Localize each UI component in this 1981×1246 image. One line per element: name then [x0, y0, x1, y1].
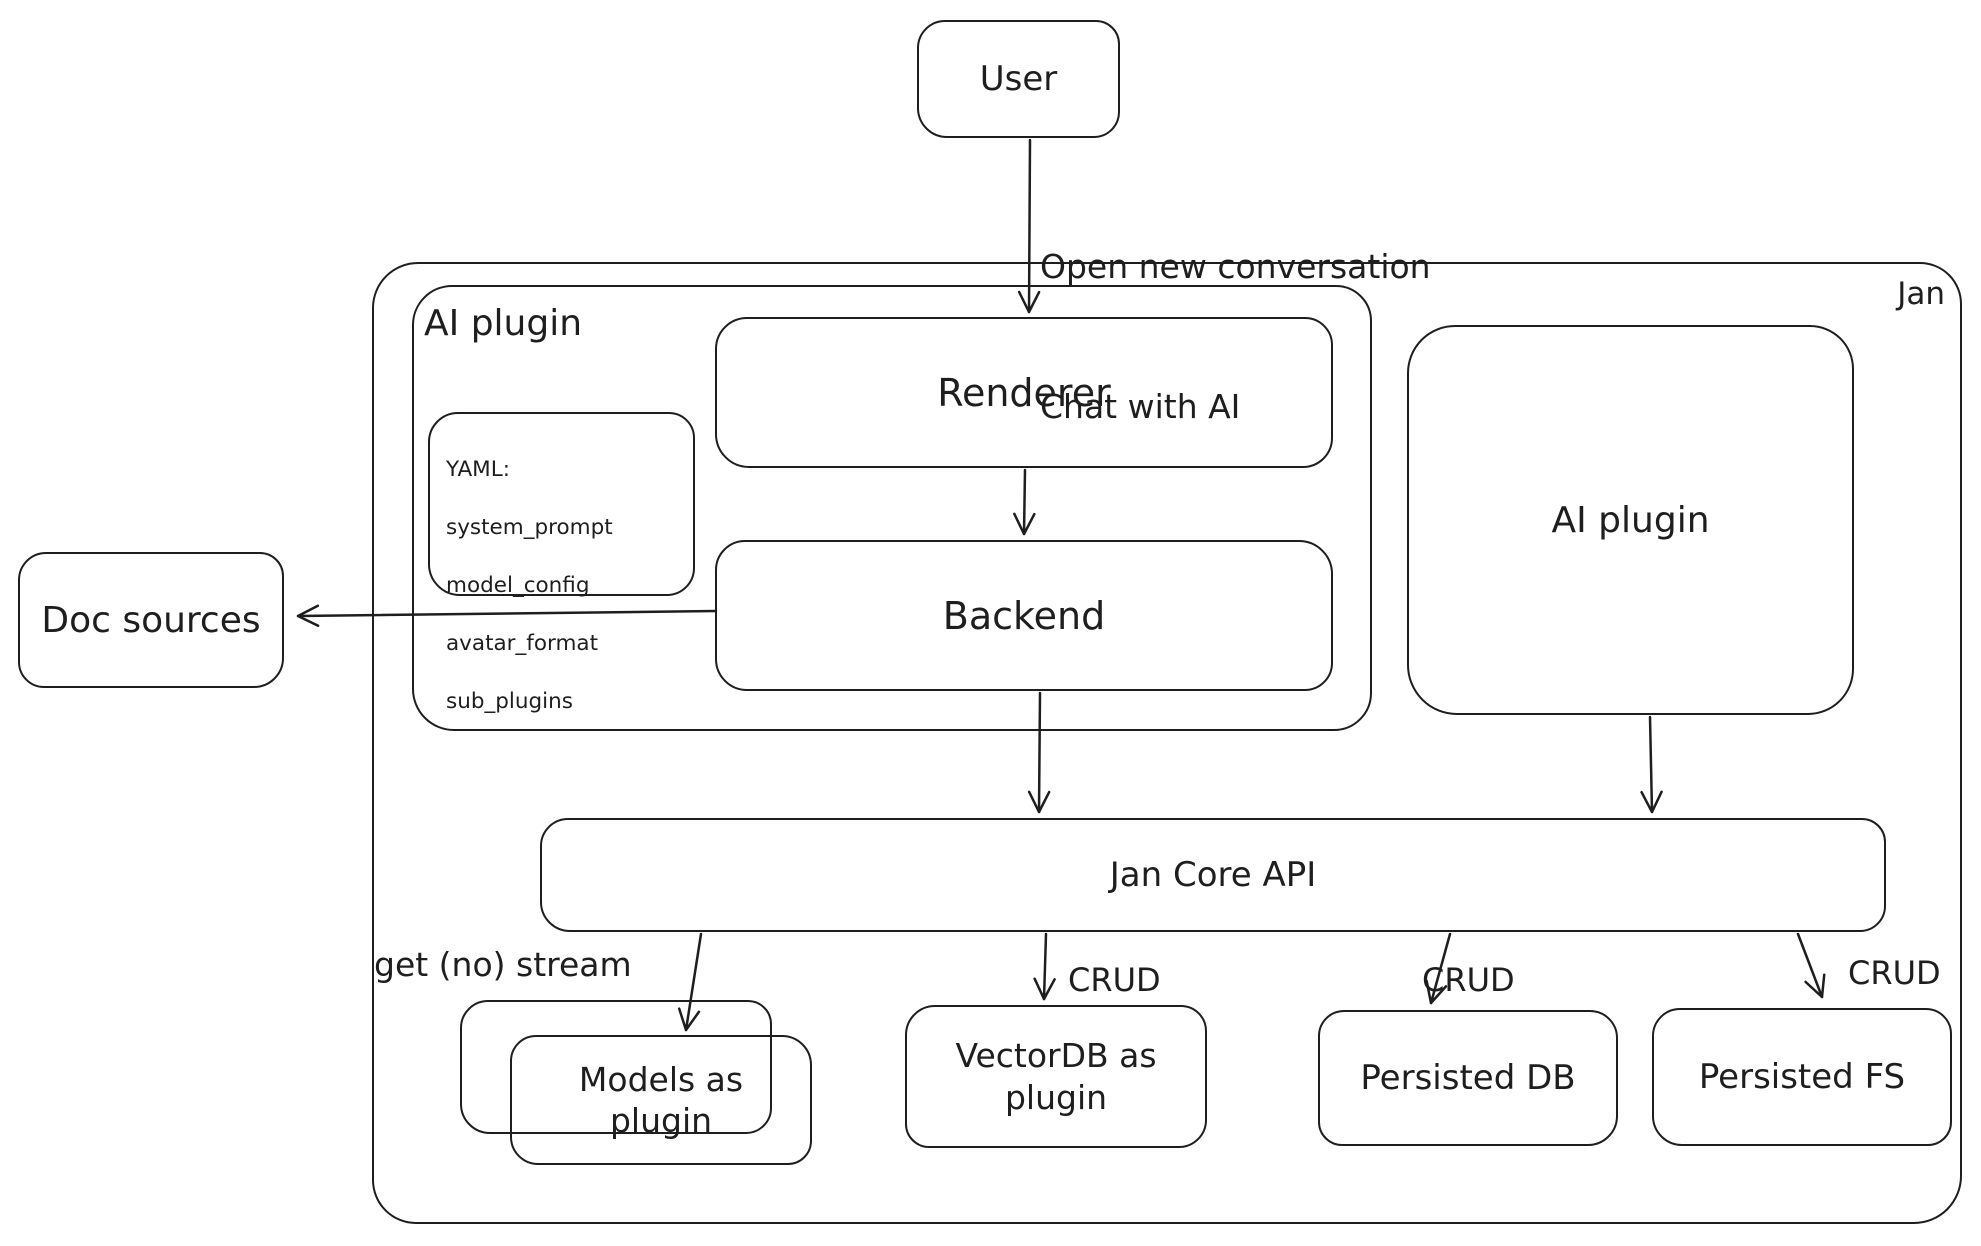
yaml-note-text: YAML: system_prompt model_config avatar_…	[446, 426, 613, 745]
persisted-db-node-label: Persisted DB	[1360, 1058, 1576, 1098]
vectordb-edge-label: CRUD	[1068, 961, 1161, 999]
jan-core-api-node-label: Jan Core API	[1109, 855, 1317, 895]
ai-plugin-group-label: AI plugin	[424, 303, 583, 344]
backend-node-label: Backend	[942, 593, 1106, 638]
models-edge-label: get (no) stream	[374, 945, 632, 984]
user-action-edge-label: Open new conversation Chat with AI	[1040, 150, 1431, 525]
backend-node: Backend	[715, 540, 1333, 691]
vectordb-plugin-node: VectorDB as plugin	[905, 1005, 1207, 1148]
jan-core-api-node: Jan Core API	[540, 818, 1886, 932]
persisted-db-node: Persisted DB	[1318, 1010, 1618, 1146]
yaml-note-line: sub_plugins	[446, 689, 573, 715]
doc-sources-node-label: Doc sources	[41, 599, 261, 641]
models-plugin-node-back	[460, 1000, 772, 1134]
jan-container	[372, 262, 1962, 1224]
renderer-node-label: Renderer	[937, 370, 1111, 415]
user-node: User	[917, 20, 1120, 138]
persisted-fs-edge-label: CRUD	[1848, 954, 1941, 992]
user-node-label: User	[979, 59, 1058, 99]
yaml-note-line: model_config	[446, 573, 590, 599]
persisted-fs-node-label: Persisted FS	[1698, 1057, 1906, 1097]
models-plugin-node-label: Models as plugin	[578, 1059, 744, 1140]
yaml-note-line: avatar_format	[446, 631, 599, 657]
models-plugin-node: Models as plugin	[510, 1035, 812, 1165]
vectordb-plugin-node-label: VectorDB as plugin	[955, 1036, 1157, 1117]
yaml-note: YAML: system_prompt model_config avatar_…	[428, 412, 695, 714]
yaml-note-title: YAML:	[446, 457, 510, 483]
ai-plugin-group-container	[412, 285, 1372, 731]
persisted-fs-node: Persisted FS	[1652, 1008, 1952, 1146]
renderer-node: Renderer	[715, 317, 1333, 468]
persisted-db-edge-label: CRUD	[1422, 961, 1515, 999]
user-action-edge-label-line1: Open new conversation	[1040, 246, 1431, 286]
jan-container-label: Jan	[1897, 276, 1945, 312]
yaml-note-line: system_prompt	[446, 515, 613, 541]
user-action-edge-label-line2: Chat with AI	[1040, 387, 1241, 427]
doc-sources-node: Doc sources	[18, 552, 284, 688]
ai-plugin-node-label: AI plugin	[1551, 499, 1710, 541]
ai-plugin-node: AI plugin	[1407, 325, 1854, 715]
